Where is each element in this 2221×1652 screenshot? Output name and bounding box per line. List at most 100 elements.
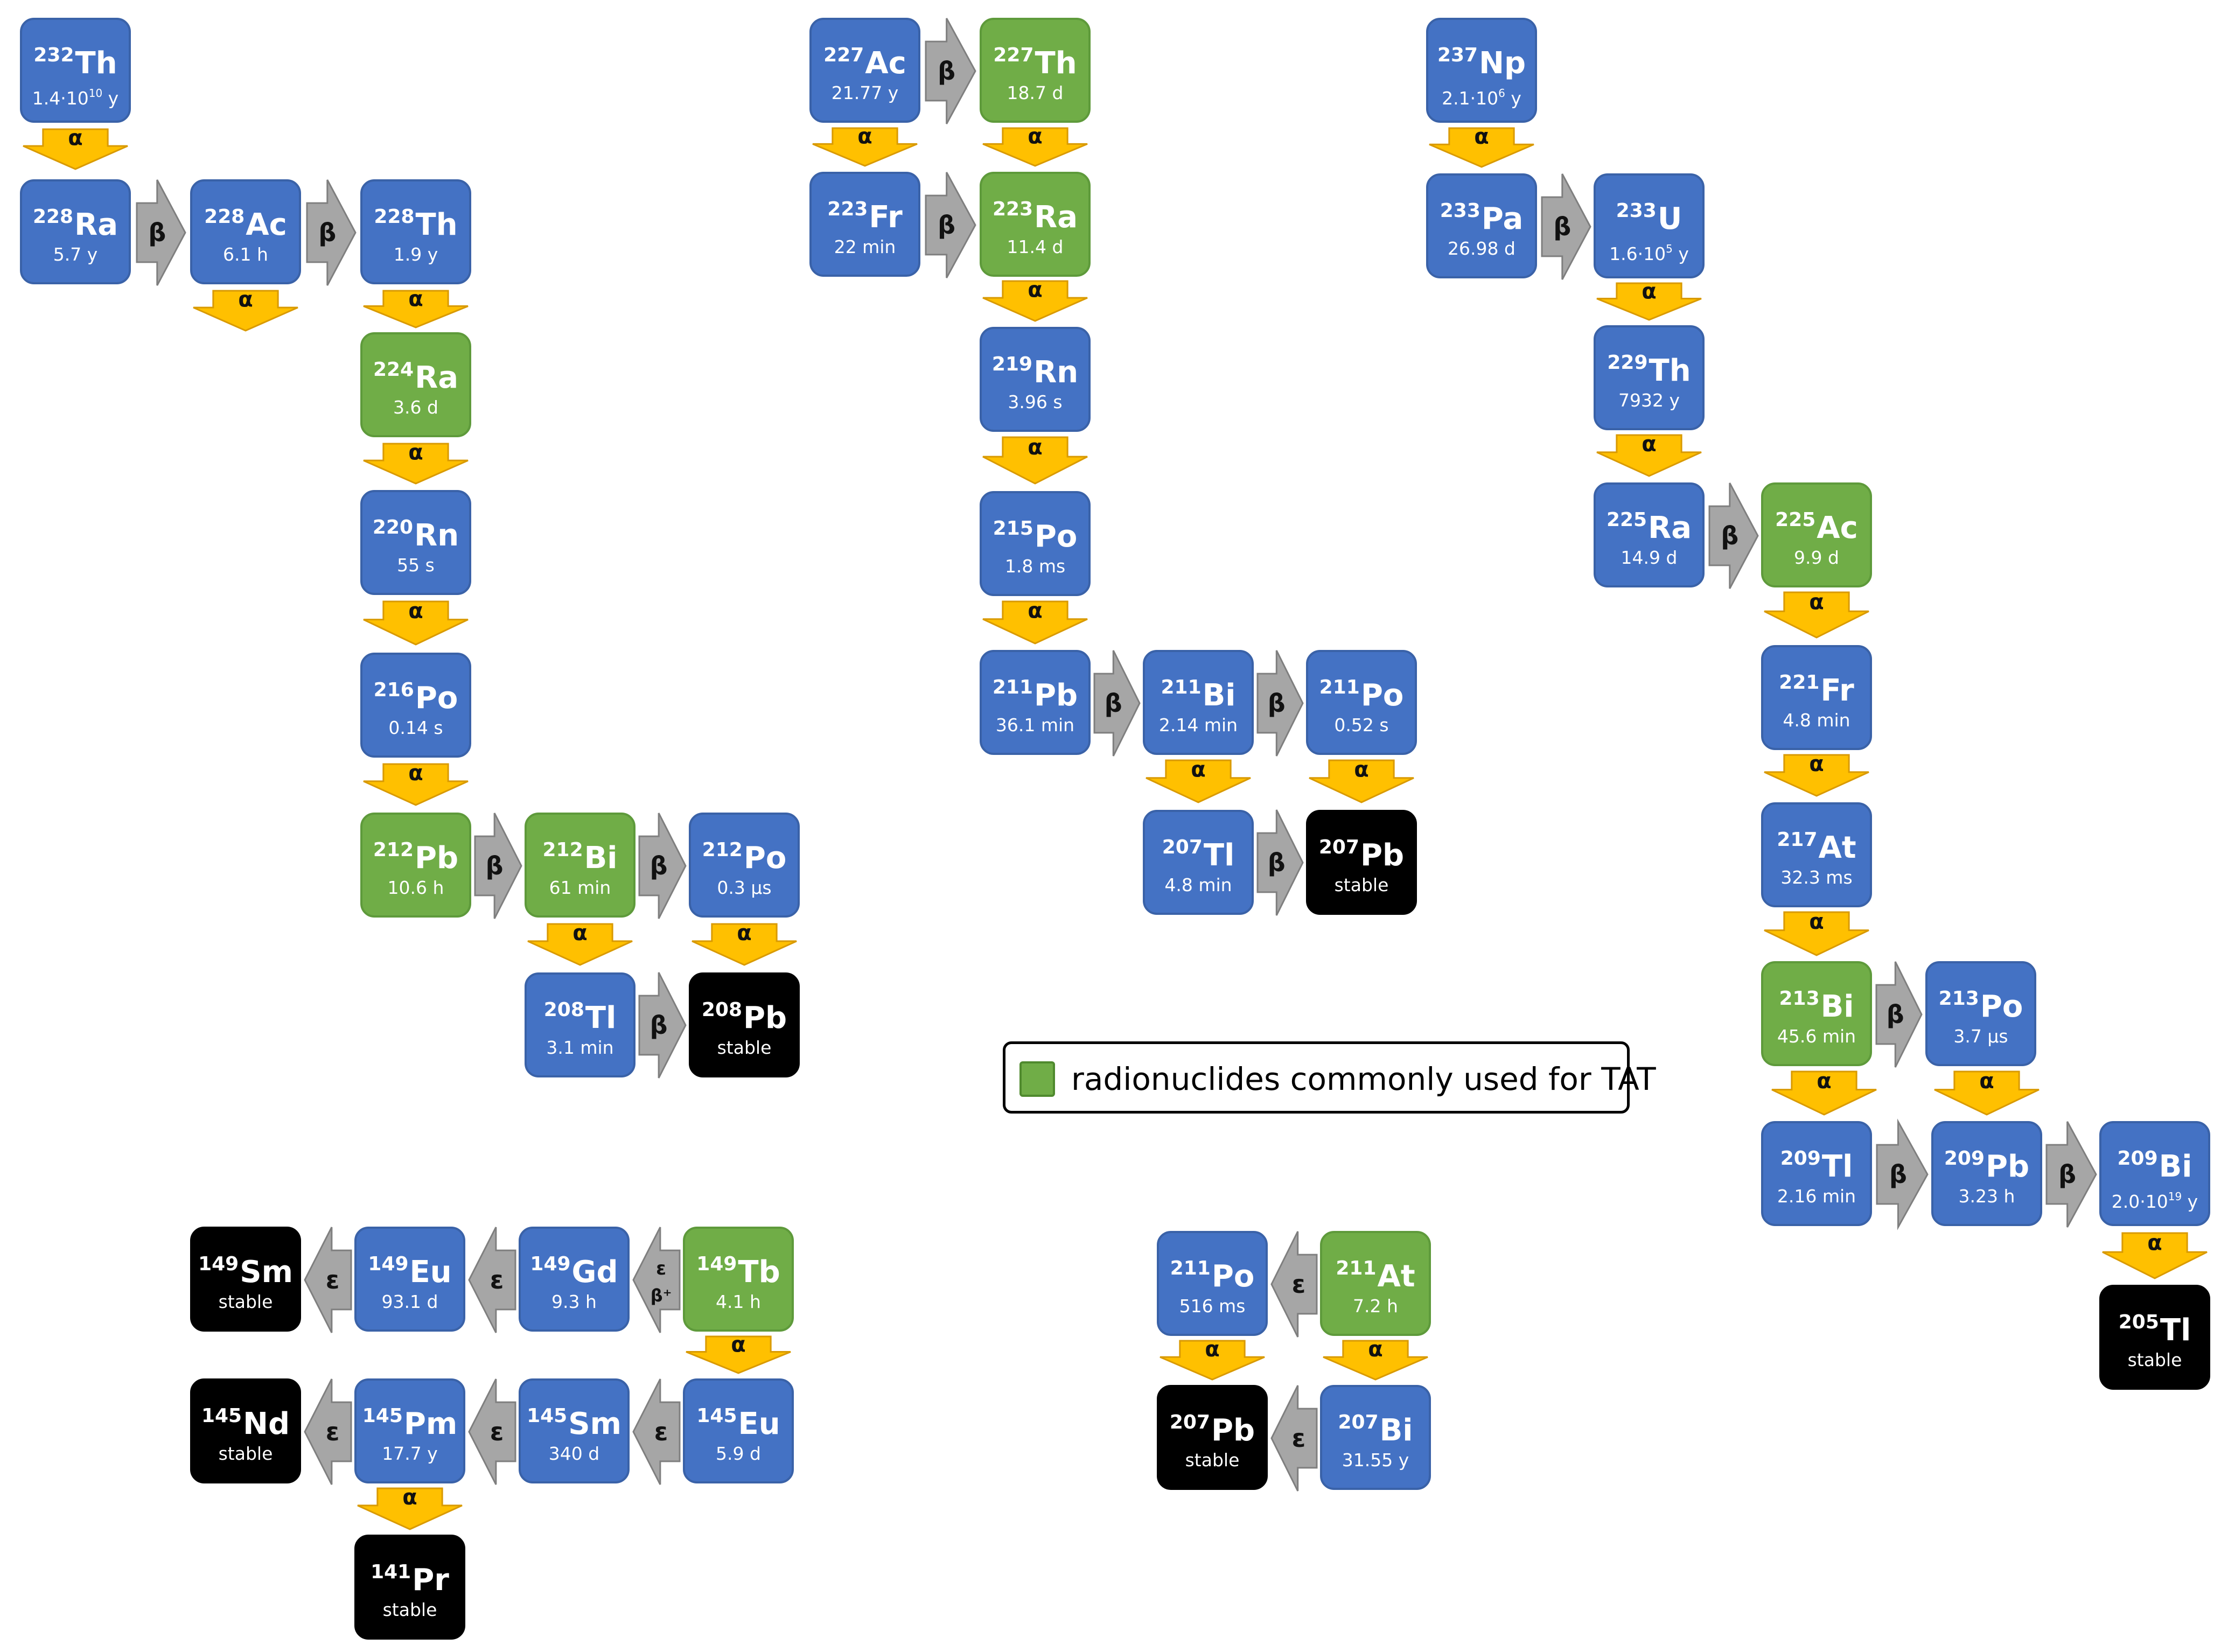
nuclide-po211a: 211Po 0.52 s [1306, 650, 1417, 755]
arrow-body [1708, 482, 1759, 589]
nuclide-symbol: 227Th [982, 39, 1088, 80]
decay-arrow: α [363, 761, 469, 806]
mass-number: 228 [32, 206, 74, 228]
half-life-value: 340 d [548, 1443, 600, 1464]
arrow-shape: β [638, 972, 687, 1079]
arrow-body [925, 18, 976, 124]
mass-number: 211 [992, 676, 1033, 698]
decay-arrow: β [306, 179, 357, 286]
decay-mode-label: β [650, 851, 668, 880]
nuclide-symbol: 233U [1596, 195, 1702, 235]
element-symbol: Th [1649, 353, 1691, 388]
half-life-value: 1.4·10 [32, 88, 89, 109]
half-life: 2.0·1019 y [2101, 1186, 2208, 1213]
arrow-shape: β [1876, 1118, 1929, 1230]
half-life-value: 1.6·10 [1609, 243, 1666, 264]
decay-arrow: β [474, 813, 522, 919]
decay-arrow: ε [468, 1227, 516, 1333]
arrow-shape: α [1764, 590, 1869, 639]
arrow-body [632, 1227, 681, 1333]
half-life: 21.77 y [812, 82, 918, 104]
decay-mode-label: α [1028, 278, 1042, 303]
decay-mode-label: β [2058, 1160, 2076, 1189]
arrow-shape: α [23, 126, 128, 170]
arrow-body [638, 813, 687, 919]
arrow-body [632, 1378, 681, 1485]
half-life: 2.16 min [1763, 1186, 1870, 1207]
element-symbol: Pm [403, 1406, 458, 1441]
half-life: stable [2101, 1349, 2208, 1371]
element-symbol: Bi [2159, 1149, 2192, 1184]
half-life-value: 18.7 d [1007, 82, 1064, 103]
mass-number: 211 [1336, 1257, 1377, 1279]
decay-arrow: α [982, 124, 1088, 167]
half-life: 61 min [527, 877, 633, 899]
decay-mode-label: α [1191, 757, 1205, 782]
decay-mode-label: β [1553, 212, 1571, 241]
decay-mode-label: α [857, 124, 872, 149]
arrow-shape: β [1875, 961, 1923, 1068]
nuclide-symbol: 211Po [1308, 671, 1415, 712]
half-life: 55 s [362, 555, 469, 576]
arrow-body [2102, 1232, 2208, 1279]
arrow-body [1429, 127, 1534, 168]
decay-mode-label-secondary: β⁺ [651, 1285, 672, 1306]
arrow-body [468, 1378, 516, 1485]
mass-number: 209 [1780, 1147, 1821, 1170]
element-symbol: Ra [1648, 510, 1692, 545]
half-life: 45.6 min [1763, 1026, 1870, 1047]
nuclide-symbol: 215Po [982, 513, 1088, 553]
element-symbol: Ra [415, 360, 459, 395]
arrow-body [1596, 282, 1702, 321]
element-symbol: Th [415, 207, 458, 242]
arrow-body [982, 127, 1088, 167]
decay-arrow: α [363, 440, 469, 485]
mass-number: 215 [993, 517, 1033, 540]
legend-swatch [1019, 1061, 1055, 1097]
element-symbol: Bi [1379, 1413, 1413, 1448]
decay-arrow: β [1876, 1118, 1929, 1230]
arrow-body [363, 600, 469, 646]
decay-mode-label: α [1809, 909, 1824, 934]
decay-mode-label: β [1105, 689, 1122, 718]
decay-arrow: ε [468, 1378, 516, 1485]
arrow-shape: α [1160, 1337, 1265, 1381]
arrow-shape: ε [1270, 1231, 1318, 1338]
nuclide-symbol: 220Rn [362, 512, 469, 552]
half-life-value: 9.3 h [551, 1291, 597, 1312]
half-life: stable [192, 1291, 299, 1313]
nuclide-symbol: 216Po [362, 674, 469, 715]
decay-arrow: α [1160, 1337, 1265, 1381]
mass-number: 211 [1170, 1257, 1211, 1279]
decay-arrow: β [925, 172, 976, 278]
half-life: 0.52 s [1308, 715, 1415, 736]
nuclide-symbol: 225Ra [1596, 504, 1702, 544]
element-symbol: Ra [1034, 200, 1078, 235]
arrow-shape: α [363, 440, 469, 485]
half-life-unit: y [2182, 1191, 2198, 1212]
nuclide-symbol: 207Pb [1159, 1406, 1266, 1447]
half-life-unit: y [102, 88, 119, 109]
half-life-value: 26.98 d [1448, 238, 1515, 259]
decay-arrow: α [1764, 909, 1869, 956]
arrow-shape: α [193, 288, 298, 332]
arrow-shape: α [363, 761, 469, 806]
arrow-body [193, 290, 298, 332]
nuclide-symbol: 149Tb [685, 1248, 792, 1289]
arrow-body [1771, 1070, 1877, 1116]
nuclide-symbol: 228Ra [22, 201, 129, 241]
decay-arrow: α [812, 124, 918, 167]
element-symbol: Tl [2160, 1313, 2191, 1348]
half-life-exponent: 6 [1498, 87, 1505, 100]
